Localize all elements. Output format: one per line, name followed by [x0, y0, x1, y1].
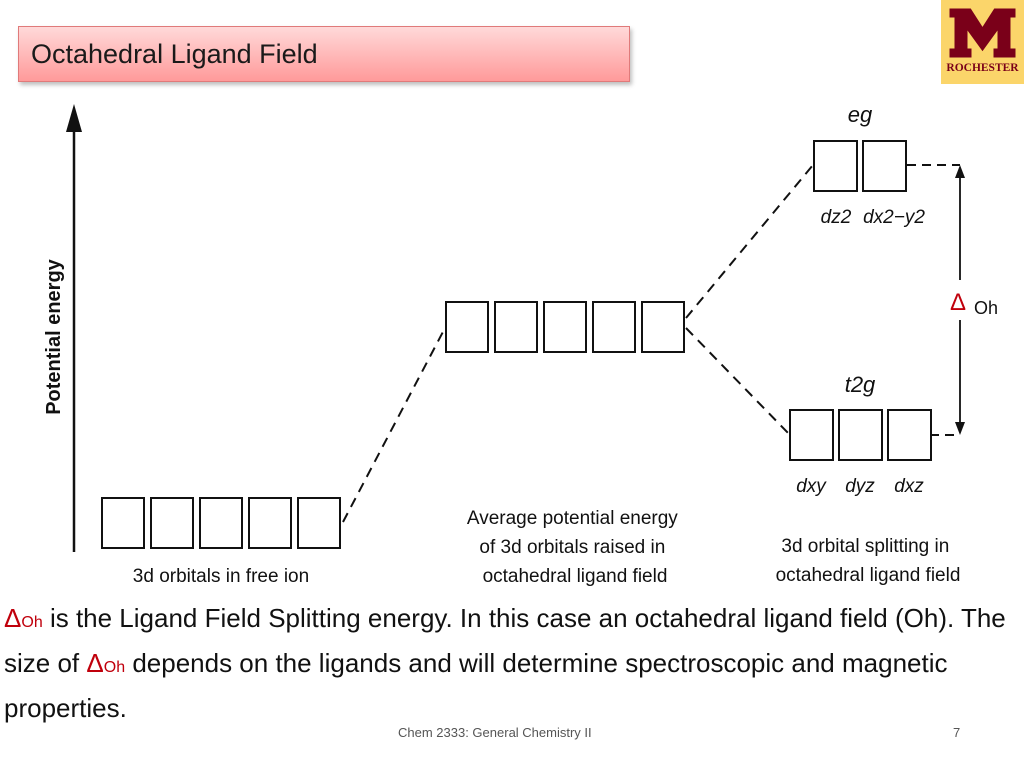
- orbital-box: [813, 140, 858, 192]
- orbital-label-dx2-y2: dx2−y2: [863, 207, 925, 228]
- orbital-box: [494, 301, 538, 353]
- ligand-field-diagram: Potential energy 3d orbitals in free ion…: [43, 102, 1004, 587]
- free-ion-caption-line: 3d orbitals in free ion: [133, 566, 309, 587]
- connector-average-to-t2g: [685, 327, 791, 436]
- orbital-label-dxy: dxy: [796, 476, 827, 497]
- footer-course: Chem 2333: General Chemistry II: [398, 725, 592, 740]
- m-logo-icon: [948, 7, 1017, 59]
- delta-symbol: Δ: [950, 289, 966, 316]
- orbital-box: [199, 497, 243, 549]
- split-caption-line: 3d orbital splitting in: [781, 536, 949, 557]
- orbital-label-dz2: dz2: [821, 207, 852, 228]
- delta-subscript: Oh: [974, 298, 998, 318]
- slide-title-box: Octahedral Ligand Field: [18, 26, 630, 82]
- orbital-box: [445, 301, 489, 353]
- average-orbitals: [445, 301, 685, 353]
- slide-title: Octahedral Ligand Field: [31, 39, 318, 69]
- explanation-paragraph: ΔOh is the Ligand Field Splitting energy…: [4, 598, 1014, 729]
- orbital-box: [641, 301, 685, 353]
- average-caption-line: of 3d orbitals raised in: [479, 537, 665, 558]
- orbital-label-dyz: dyz: [845, 476, 875, 497]
- eg-orbitals: [813, 140, 907, 192]
- orbital-box: [862, 140, 907, 192]
- free-ion-orbitals: [101, 497, 341, 549]
- delta-subscript: Oh: [103, 659, 126, 676]
- delta-arrow-down-icon: [955, 422, 965, 435]
- university-logo: ROCHESTER: [941, 0, 1024, 84]
- split-caption-line: octahedral ligand field: [776, 565, 961, 586]
- orbital-box: [150, 497, 194, 549]
- delta-arrow-up-icon: [955, 165, 965, 178]
- explanation-text: depends on the ligands and will determin…: [4, 648, 948, 723]
- split-caption: 3d orbital splitting in octahedral ligan…: [776, 536, 961, 586]
- average-caption-line: Average potential energy: [467, 508, 678, 529]
- connector-average-to-eg: [685, 164, 814, 319]
- orbital-box: [887, 409, 932, 461]
- page-number: 7: [953, 725, 961, 740]
- t2g-label: t2g: [845, 372, 876, 397]
- eg-label: eg: [848, 102, 873, 127]
- orbital-box: [101, 497, 145, 549]
- explanation-text: is the Ligand Field Splitting energy. In…: [4, 603, 1006, 678]
- orbital-box: [838, 409, 883, 461]
- energy-axis-label: Potential energy: [43, 258, 65, 414]
- orbital-box: [248, 497, 292, 549]
- orbital-box: [592, 301, 636, 353]
- delta-subscript: Oh: [21, 614, 43, 631]
- delta-symbol: Δ: [86, 648, 104, 678]
- delta-symbol: Δ: [4, 603, 22, 633]
- connector-free-to-average: [342, 327, 446, 523]
- free-ion-caption: 3d orbitals in free ion: [133, 566, 309, 587]
- t2g-orbitals: [789, 409, 932, 461]
- delta-label-bg: [946, 280, 1004, 320]
- orbital-box: [543, 301, 587, 353]
- orbital-box: [789, 409, 834, 461]
- average-caption: Average potential energy of 3d orbitals …: [467, 508, 683, 587]
- orbital-box: [297, 497, 341, 549]
- average-caption-line: octahedral ligand field: [483, 566, 668, 587]
- logo-text: ROCHESTER: [946, 62, 1019, 74]
- orbital-label-dxz: dxz: [894, 476, 924, 497]
- energy-axis-arrow-icon: [66, 104, 82, 132]
